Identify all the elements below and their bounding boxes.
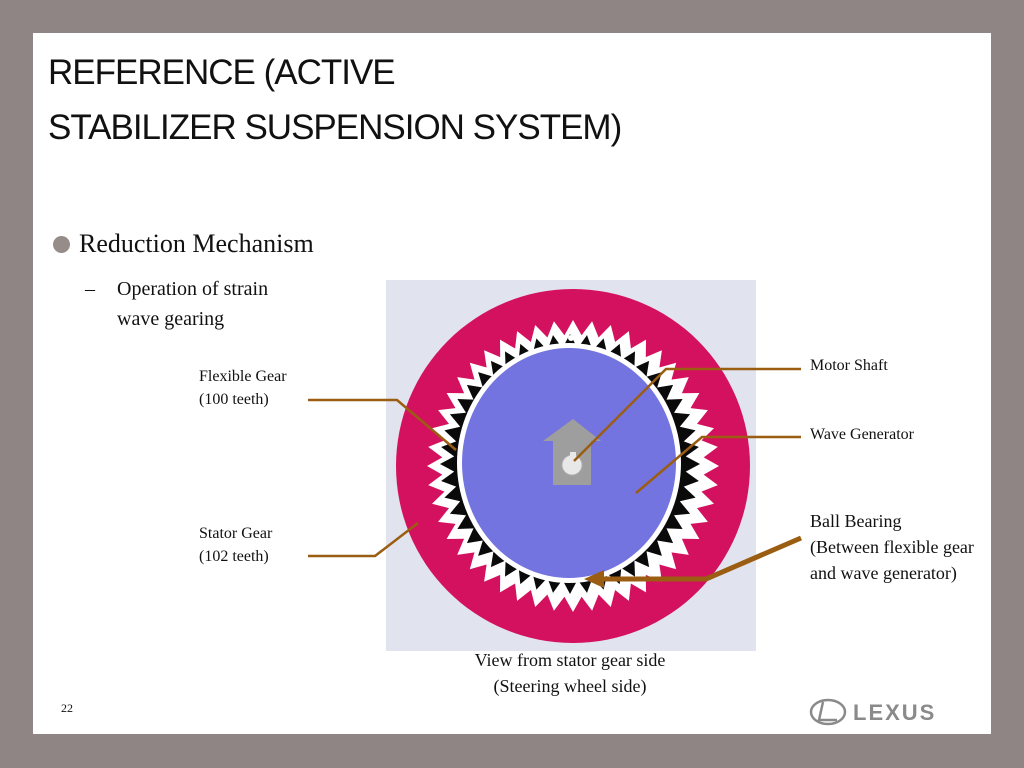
strain-wave-gear-diagram xyxy=(308,280,802,651)
leader-flexible-gear xyxy=(308,398,457,451)
leader-lines xyxy=(308,367,802,582)
svg-text:LEXUS: LEXUS xyxy=(853,700,936,725)
bullet-reduction-mechanism: Reduction Mechanism xyxy=(53,229,314,259)
sub-bullet-line-1: Operation of strain xyxy=(117,278,269,300)
label-stator-gear: Stator Gear (102 teeth) xyxy=(199,525,273,565)
timing-mark xyxy=(568,335,574,341)
bullet-text: Reduction Mechanism xyxy=(79,229,314,258)
label-wave-generator: Wave Generator xyxy=(810,426,914,443)
label-flexible-gear: Flexible Gear (100 teeth) xyxy=(199,368,287,408)
sub-bullet-dash: – xyxy=(85,278,95,300)
leader-motor-shaft xyxy=(573,367,801,462)
label-motor-shaft: Motor Shaft xyxy=(810,357,888,374)
leader-stator-gear xyxy=(308,522,419,558)
slide-title: REFERENCE (ACTIVE STABILIZER SUSPENSION … xyxy=(48,45,622,155)
sub-bullet: – Operation of strain wave gearing xyxy=(85,274,268,334)
bullet-dot-icon xyxy=(53,235,70,253)
slide: REFERENCE (ACTIVE STABILIZER SUSPENSION … xyxy=(33,33,991,734)
sub-bullet-line-2: wave gearing xyxy=(117,308,225,330)
leader-ball-bearing xyxy=(599,535,802,582)
ball-bearing-arrow-icon xyxy=(584,570,604,588)
title-line-1: REFERENCE (ACTIVE xyxy=(48,53,396,92)
motor-shaft-icon xyxy=(543,419,601,485)
label-ball-bearing: Ball Bearing (Between flexible gear and … xyxy=(810,511,974,583)
diagram-caption: View from stator gear side (Steering whe… xyxy=(474,650,666,696)
page-number: 22 xyxy=(61,701,73,715)
lexus-logo: LEXUS xyxy=(809,698,936,726)
title-line-2: STABILIZER SUSPENSION SYSTEM) xyxy=(48,108,622,147)
leader-wave-generator xyxy=(635,435,801,494)
